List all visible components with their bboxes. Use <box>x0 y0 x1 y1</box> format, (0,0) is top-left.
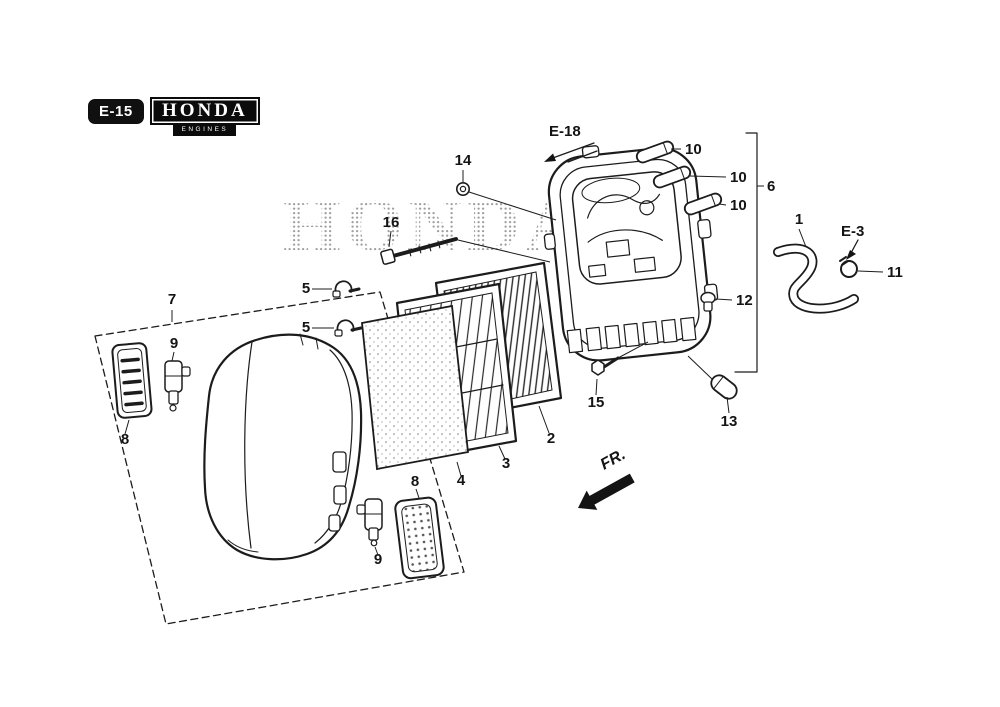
callout-10b-label: 10 <box>730 169 747 186</box>
tube-clamp-2 <box>334 319 363 337</box>
callout-10a-label: 10 <box>685 141 702 158</box>
callout-8b-label: 8 <box>411 473 419 490</box>
case-subassembly-bracket <box>734 132 758 373</box>
air-cleaner-case <box>543 145 719 362</box>
callout-9b-label: 9 <box>374 551 382 568</box>
honda-engines-logo: HONDA ENGINES <box>150 97 260 136</box>
callout-5a-label: 5 <box>302 280 310 297</box>
engines-wordmark: ENGINES <box>173 125 237 136</box>
callout-9a-label: 9 <box>170 335 178 352</box>
ref-e3-label: E-3 <box>841 223 864 240</box>
breather-tube-stub-3 <box>683 192 723 216</box>
callout-4-label: 4 <box>457 472 466 489</box>
air-cleaner-cover <box>203 333 363 561</box>
flange-bolt <box>591 341 649 376</box>
louver-plate-bottom <box>394 496 445 580</box>
case-bottom-louvers <box>566 316 697 354</box>
long-stud-bolt <box>380 237 551 265</box>
breather-tube-stub-1 <box>635 140 675 164</box>
page-code-badge: E-15 <box>88 99 144 124</box>
callout-12-label: 12 <box>736 292 753 309</box>
callout-8a-label: 8 <box>121 431 129 448</box>
cover-assembly-dashed-boundary <box>94 291 465 625</box>
tube-clamp-1 <box>332 280 361 298</box>
breather-tube <box>773 243 859 314</box>
callout-3-label: 3 <box>502 455 510 472</box>
leader-lines <box>124 148 884 556</box>
callout-5b-label: 5 <box>302 319 310 336</box>
hose-clamp <box>839 256 858 278</box>
honda-watermark: HONDA <box>283 185 583 267</box>
callout-13-label: 13 <box>721 413 738 430</box>
ref-e18-arrow <box>544 142 598 163</box>
ref-e3-arrow <box>846 239 859 260</box>
tube-cap <box>710 374 738 400</box>
callout-10c-label: 10 <box>730 197 747 214</box>
front-direction-label: FR. <box>598 446 629 473</box>
breather-tube-stub-2 <box>652 165 692 189</box>
ref-e18-label: E-18 <box>549 123 581 140</box>
callout-1-label: 1 <box>795 211 803 228</box>
louver-plate-left <box>111 342 153 419</box>
callout-14-label: 14 <box>455 152 472 169</box>
honda-wordmark: HONDA <box>150 97 260 125</box>
callout-7-label: 7 <box>168 291 176 308</box>
foam-pre-filter <box>361 304 469 471</box>
front-direction-arrow: FR. <box>578 446 635 510</box>
callout-11-label: 11 <box>887 264 903 281</box>
pan-bolt <box>455 182 557 221</box>
callout-16-label: 16 <box>383 214 400 231</box>
grommet <box>700 291 716 312</box>
cap-axis-line <box>687 355 713 380</box>
cover-latch-bottom <box>356 498 383 547</box>
cover-latch-left <box>164 360 191 412</box>
callout-15-label: 15 <box>588 394 605 411</box>
callout-2-label: 2 <box>547 430 555 447</box>
callout-6-label: 6 <box>767 178 775 195</box>
